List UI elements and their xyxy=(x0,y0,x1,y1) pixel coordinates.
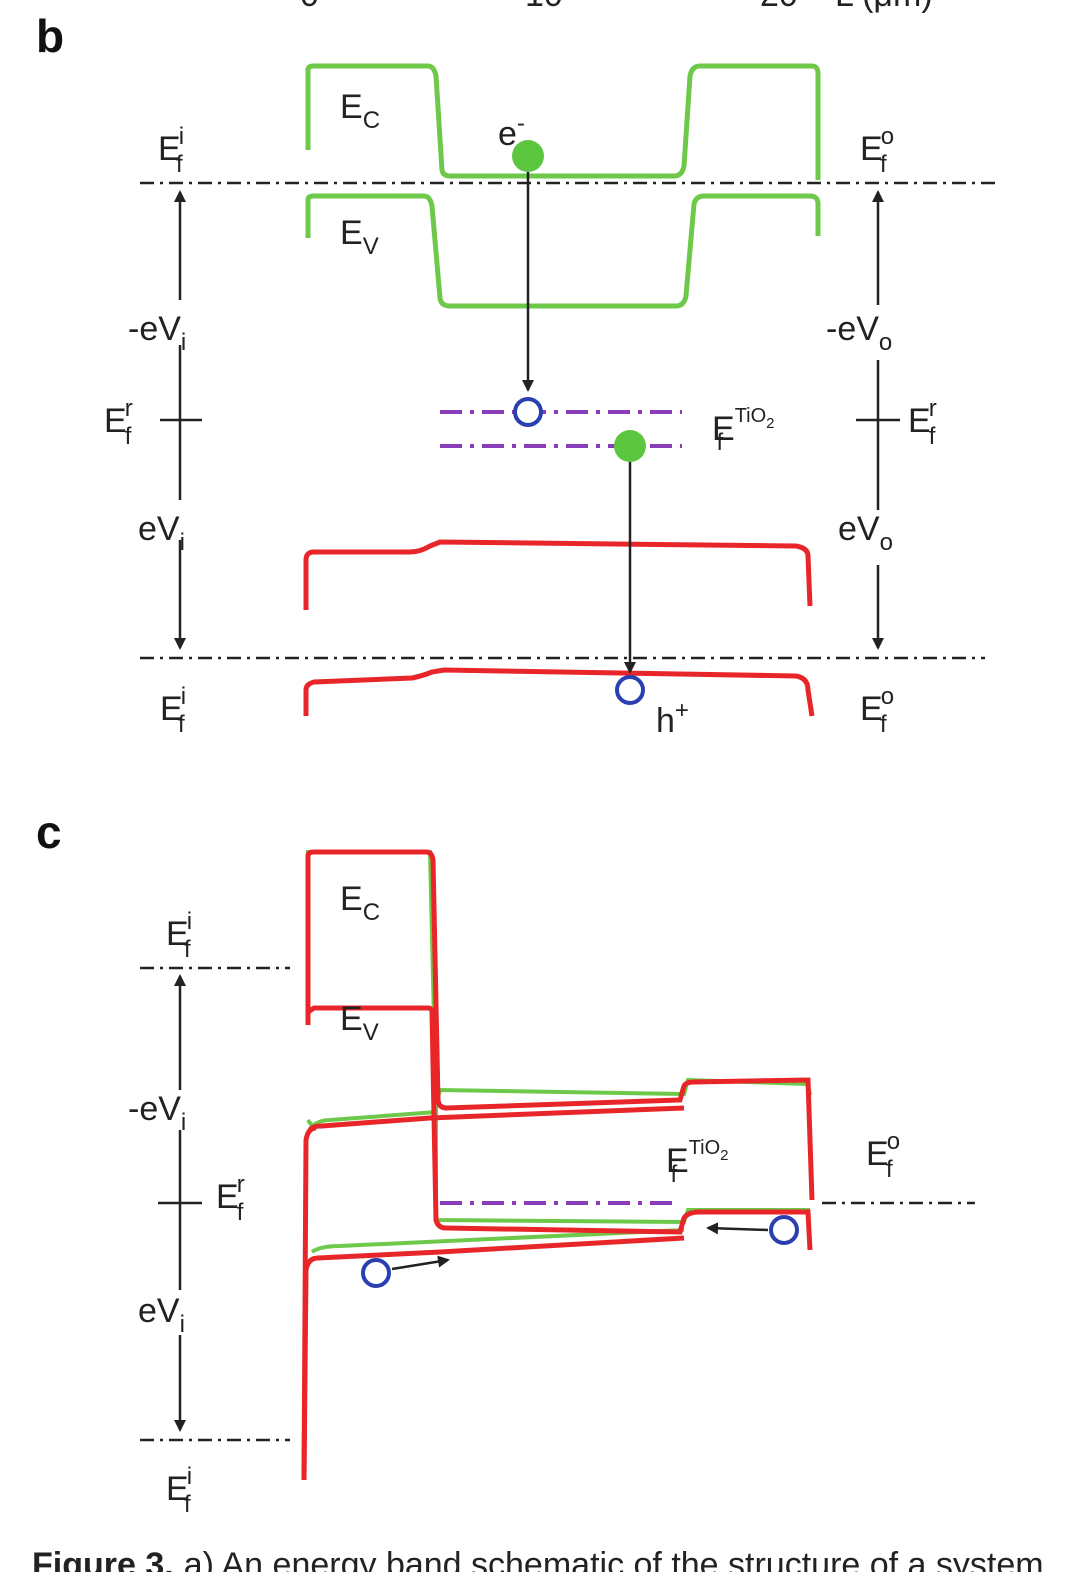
panel-b-letter: b xyxy=(36,10,64,62)
top-axis-tick-0: 0 xyxy=(300,0,319,14)
red-upper-band xyxy=(303,539,813,610)
hole-label: h+ xyxy=(656,697,689,740)
conduction-band-label-c: EC xyxy=(340,880,380,926)
hole-drift-arrow-left-c xyxy=(391,1255,450,1271)
pos-vi-label-c: eVi xyxy=(138,1292,185,1338)
neg-vo-label-b: -eVo xyxy=(826,310,892,356)
hole-ring-tio2 xyxy=(513,397,543,427)
hole-ring-left-c xyxy=(361,1258,391,1288)
conduction-band-curve xyxy=(305,63,821,180)
red-mid-band-c xyxy=(429,1011,813,1251)
hole-ring-vb xyxy=(615,675,645,705)
neg-vi-label-c: -eVi xyxy=(128,1090,186,1136)
red-left-edge-c xyxy=(301,1125,317,1481)
red-lower-band xyxy=(303,667,815,717)
conduction-band-label: EC xyxy=(340,88,380,134)
valence-band-label-c: EV xyxy=(340,1000,379,1046)
green-conduction-trace-c xyxy=(306,850,812,1106)
valence-band-label: EV xyxy=(340,214,379,260)
valence-band-curve xyxy=(305,193,821,309)
hole-drift-arrow-right-c xyxy=(706,1222,769,1235)
electron-dot-cb xyxy=(512,140,544,172)
pos-vo-label-b: eVo xyxy=(838,510,893,556)
neg-vi-label-b: -eVi xyxy=(128,310,186,356)
red-valence-step-c xyxy=(306,1005,435,1015)
top-axis-tick-20: 20 xyxy=(760,0,798,14)
top-axis-tick-10: 10 xyxy=(525,0,563,14)
pos-vi-label-b: eVi xyxy=(138,510,185,556)
panel-c-letter: c xyxy=(36,806,62,858)
top-axis-label: L (μm) xyxy=(835,0,933,14)
hole-ring-right-c xyxy=(769,1215,799,1245)
red-conduction-band-c xyxy=(305,849,815,1201)
top-axis-cut: 0 10 20 L (μm) xyxy=(300,0,933,14)
green-lower-trace-c xyxy=(310,1228,685,1254)
electron-label: e- xyxy=(498,110,525,153)
figure-caption: Figure 3.a) An energy band schematic of … xyxy=(32,1546,1044,1572)
electron-dot-tio2 xyxy=(614,430,646,462)
panel-b: b EC EV e- h+ xyxy=(36,10,995,740)
red-lower-band-c xyxy=(301,1235,685,1481)
